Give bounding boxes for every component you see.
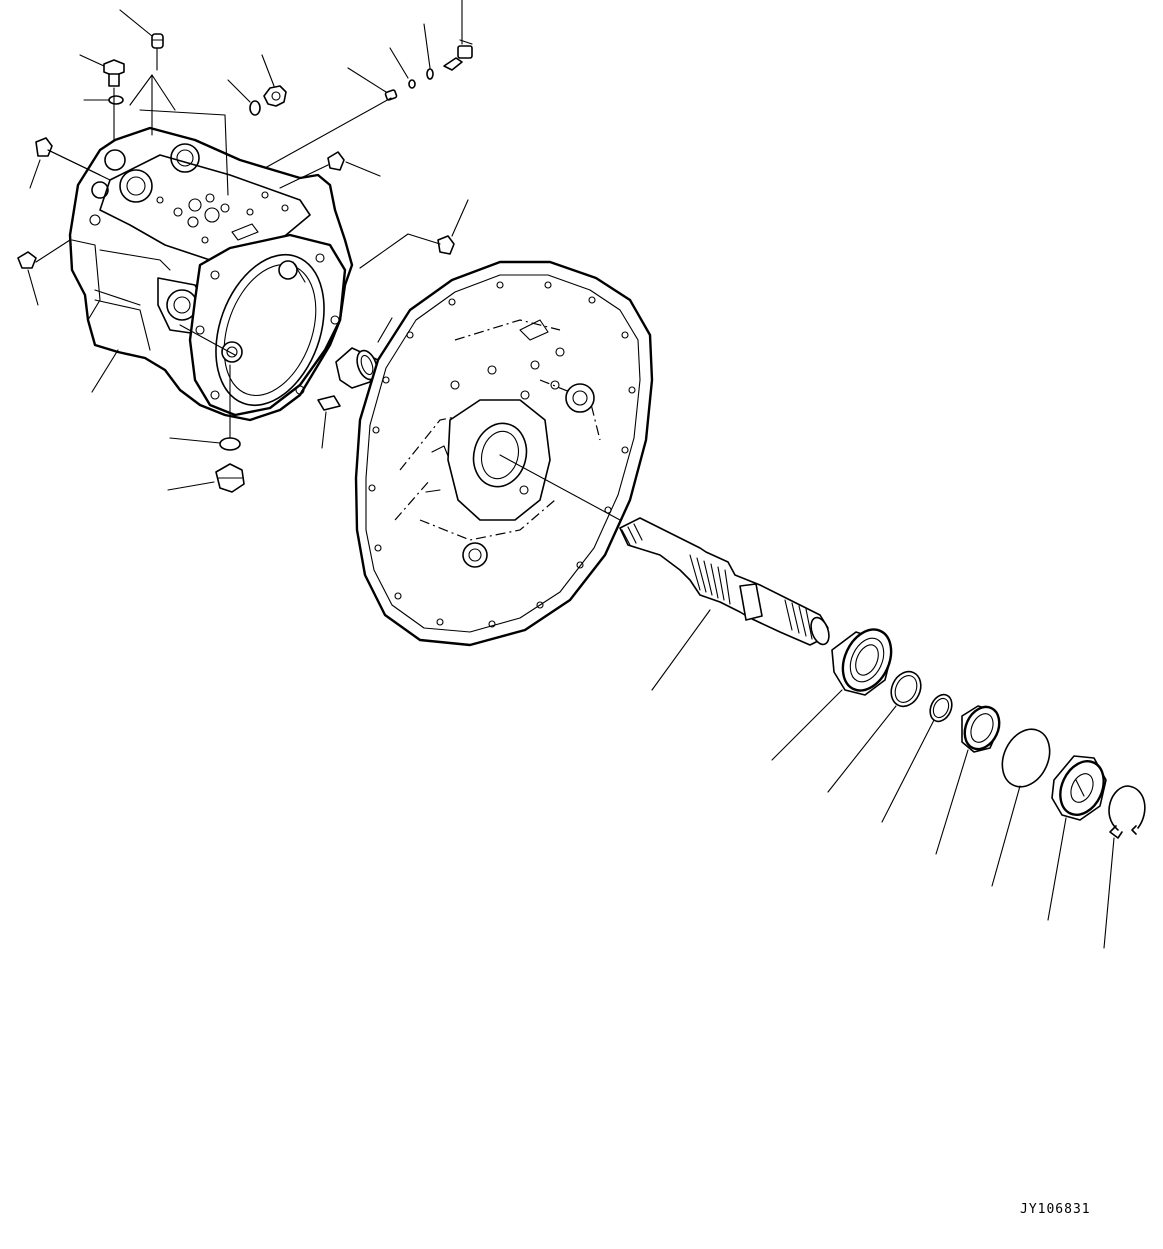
retainer <box>1047 755 1107 921</box>
plug-top <box>119 9 164 71</box>
snap-ring-2 <box>881 693 953 823</box>
plug-left-lower <box>17 239 71 306</box>
plug-right-1 <box>279 151 381 189</box>
elbow-fitting <box>443 0 473 71</box>
drive-shaft <box>619 517 830 691</box>
bolt-top-left <box>79 54 125 87</box>
plug-mid <box>264 67 398 169</box>
pump-housing <box>68 126 354 422</box>
circlip <box>1103 785 1146 949</box>
drawing-reference-code: JY106831 <box>1020 1202 1091 1217</box>
cover-plate <box>179 260 654 647</box>
o-ring-small-top <box>423 23 434 80</box>
snap-ring-1 <box>827 670 922 793</box>
plug-right-2 <box>359 199 469 269</box>
bearing <box>771 628 893 761</box>
o-ring-left <box>83 95 124 105</box>
plug-bottom <box>167 463 245 493</box>
bushing <box>335 317 393 389</box>
plug-left <box>29 137 111 189</box>
perimeter-bolt-holes <box>368 281 636 628</box>
o-ring-tiny <box>389 47 416 89</box>
o-ring-bottom <box>169 364 241 451</box>
o-ring-large <box>991 728 1051 887</box>
fasteners-and-seals <box>17 0 473 493</box>
oil-seal <box>935 705 1001 855</box>
fitting-upper <box>261 54 287 107</box>
o-ring-upper <box>227 79 261 116</box>
dowel-pin <box>317 395 341 449</box>
